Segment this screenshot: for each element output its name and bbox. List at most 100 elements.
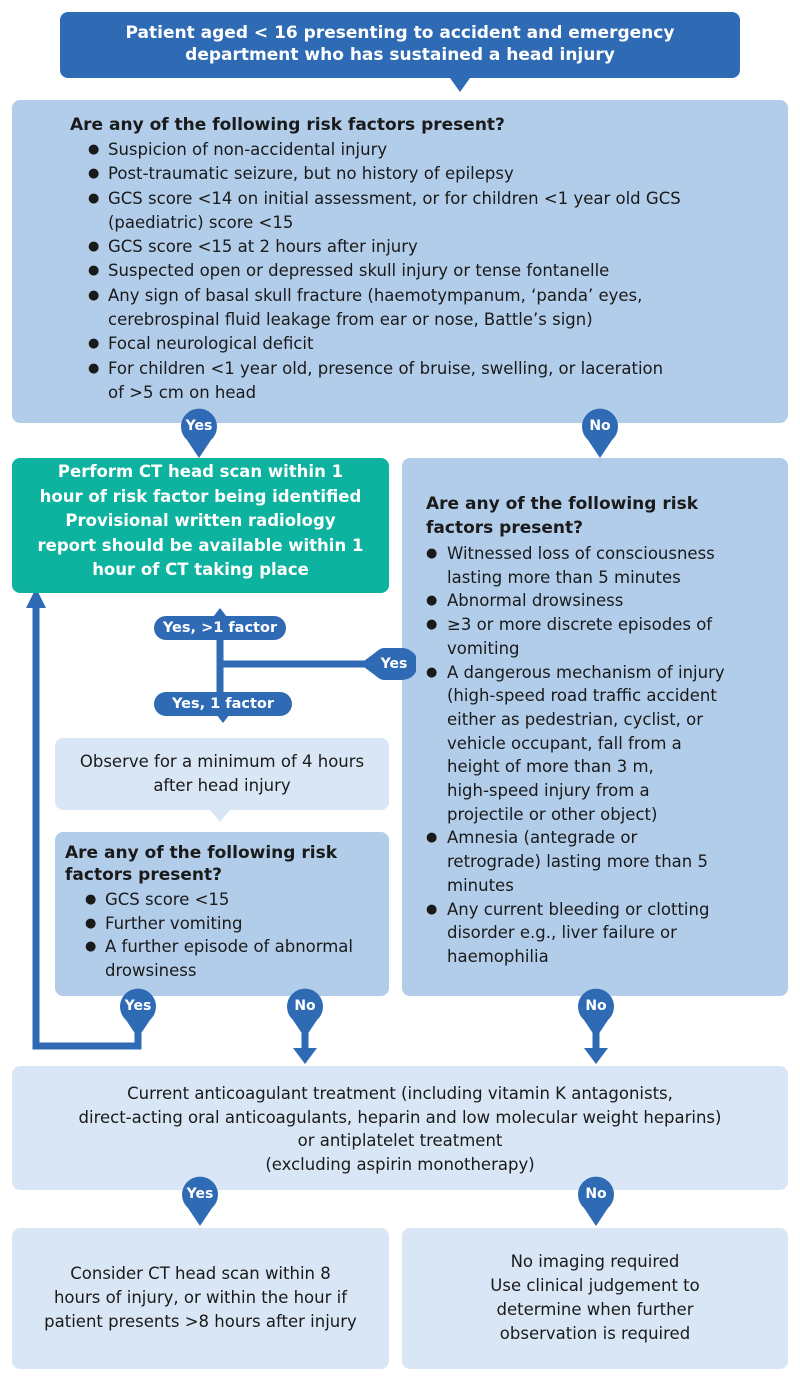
- list-item-text: high-speed injury from a: [447, 781, 650, 801]
- list-item-text: Amnesia (antegrade or: [447, 828, 638, 848]
- pin-shape: [181, 408, 217, 458]
- pin-shape: [120, 988, 156, 1038]
- list-item-text: GCS score <15 at 2 hours after injury: [108, 237, 418, 257]
- list-item: Suspected open or depressed skull injury…: [88, 259, 788, 284]
- list-item-text: Abnormal drowsiness: [447, 591, 624, 611]
- consider-line: patient presents >8 hours after injury: [44, 1312, 357, 1331]
- list-item: Any current bleeding or clotting disorde…: [426, 898, 774, 969]
- primary-no-badge: No: [580, 408, 620, 458]
- badge-label: Yes, >1 factor: [162, 620, 278, 636]
- anticoag-yes-badge: Yes: [180, 1176, 220, 1226]
- anticoag-no-badge: No: [576, 1176, 616, 1226]
- list-item: A further episode of abnormal drowsiness: [85, 935, 381, 982]
- primary-yes-badge: Yes: [179, 408, 219, 458]
- secondary-yes-badge: Yes: [360, 648, 416, 680]
- observe-no-badge: No: [285, 988, 325, 1038]
- list-item-text: Any sign of basal skull fracture (haemot…: [108, 285, 643, 305]
- list-item-text: drowsiness: [105, 960, 197, 980]
- list-item: Witnessed loss of consciousness lasting m…: [426, 542, 774, 589]
- consider-line: hours of injury, or within the hour if: [53, 1288, 348, 1307]
- list-item-text: cerebrospinal fluid leakage from ear or …: [108, 310, 593, 330]
- pill-tip: [213, 608, 227, 617]
- list-item-text: retrograde) lasting more than 5: [447, 852, 708, 872]
- list-item-text: Post-traumatic seizure, but no history o…: [108, 164, 514, 184]
- list-item-text: either as pedestrian, cyclist, or: [447, 709, 704, 729]
- start-pointer: [450, 78, 470, 92]
- list-item-text: Focal neurological deficit: [108, 334, 314, 354]
- list-item-text: disorder e.g., liver failure or: [447, 923, 677, 943]
- observe-box: Observe for a minimum of 4 hours after h…: [55, 738, 389, 822]
- list-item-text: Further vomiting: [105, 913, 243, 933]
- list-item-text: (high-speed road traffic accident: [447, 686, 717, 706]
- ct-action-line: Perform CT head scan within 1: [57, 462, 344, 481]
- observe-line: after head injury: [153, 776, 291, 795]
- primary-risk-heading: Are any of the following risk factors pr…: [70, 115, 505, 135]
- list-item: Post-traumatic seizure, but no history o…: [88, 162, 788, 187]
- list-item-text: Witnessed loss of consciousness: [447, 544, 715, 563]
- no-imaging-line: No imaging required: [510, 1252, 680, 1271]
- ct-action-line: report should be available within 1: [37, 535, 364, 555]
- list-item: A dangerous mechanism of injury (high-sp…: [426, 661, 774, 827]
- heading-line: Are any of the following risk: [65, 843, 337, 863]
- observe-no-arrowhead: [293, 1048, 317, 1064]
- list-item: ≥3 or more discrete episodes of vomiting: [426, 613, 774, 660]
- secondary-risk-box: Are any of the following risk factors pr…: [402, 458, 788, 996]
- list-item-text: of >5 cm on head: [108, 382, 257, 402]
- ct-scan-action-box: Perform CT head scan within 1 hour of ri…: [12, 458, 389, 593]
- observe-pointer: [210, 810, 230, 822]
- pin-shape: [582, 408, 618, 458]
- secondary-no-badge: No: [576, 988, 616, 1038]
- list-item-text: Suspected open or depressed skull injury…: [108, 261, 610, 281]
- list-item-text: projectile or other object): [447, 804, 658, 824]
- heading-line: factors present?: [65, 865, 222, 885]
- anticoag-line: or antiplatelet treatment: [297, 1131, 503, 1150]
- start-box: Patient aged < 16 presenting to accident…: [60, 12, 740, 92]
- secondary-risk-heading: Are any of the following risk factors pr…: [426, 492, 774, 540]
- no-imaging-box: No imaging required Use clinical judgeme…: [402, 1228, 788, 1369]
- badge-label: Yes: [124, 998, 152, 1014]
- list-item-text: GCS score <14 on initial assessment, or …: [108, 188, 681, 208]
- ct-action-line: Provisional written radiology: [65, 511, 336, 530]
- list-item: GCS score <14 on initial assessment, or …: [88, 187, 788, 236]
- badge-label: Yes: [380, 656, 408, 672]
- list-item-text: minutes: [447, 875, 514, 895]
- no-imaging-line: determine when further: [496, 1300, 694, 1319]
- secondary-risk-list: Witnessed loss of consciousness lasting m…: [426, 542, 774, 969]
- secondary-no-arrowhead: [584, 1048, 608, 1064]
- yes-multi-factor-badge: Yes, >1 factor: [154, 608, 286, 640]
- list-item-text: A dangerous mechanism of injury: [447, 662, 725, 682]
- pin-shape: [287, 988, 323, 1038]
- pin-shape: [578, 988, 614, 1038]
- pin-shape: [578, 1176, 614, 1226]
- list-item: GCS score <15: [85, 888, 381, 912]
- badge-label: No: [585, 998, 607, 1014]
- list-item: For children <1 year old, presence of br…: [88, 357, 788, 406]
- list-item-text: vomiting: [447, 638, 520, 658]
- no-imaging-line: observation is required: [499, 1324, 691, 1343]
- badge-label: No: [589, 418, 611, 434]
- list-item: Abnormal drowsiness: [426, 589, 774, 613]
- observe-line: Observe for a minimum of 4 hours: [79, 752, 365, 771]
- badge-shape: [360, 648, 416, 680]
- list-item: Suspicion of non-accidental injury: [88, 138, 788, 163]
- badge-label: No: [294, 998, 316, 1014]
- list-item-text: vehicle occupant, fall from a: [447, 733, 682, 753]
- consider-ct-box: Consider CT head scan within 8 hours of …: [12, 1228, 389, 1369]
- start-line: department who has sustained a head inju…: [185, 45, 615, 65]
- ct-action-line: hour of CT taking place: [92, 560, 309, 579]
- pin-shape: [182, 1176, 218, 1226]
- list-item-text: GCS score <15: [105, 890, 230, 909]
- heading-line: factors present?: [426, 518, 583, 538]
- list-item-text: A further episode of abnormal: [105, 937, 354, 956]
- list-item: Further vomiting: [85, 912, 381, 936]
- observation-risk-box: Are any of the following risk factors pr…: [55, 832, 389, 996]
- list-item: Any sign of basal skull fracture (haemot…: [88, 284, 788, 333]
- list-item-text: lasting more than 5 minutes: [447, 567, 681, 587]
- badge-label: No: [585, 1186, 607, 1202]
- observation-risk-heading: Are any of the following risk factors pr…: [65, 842, 381, 886]
- observation-risk-list: GCS score <15 Further vomiting A further…: [65, 888, 381, 982]
- anticoag-line: Current anticoagulant treatment (includi…: [127, 1084, 673, 1103]
- list-item-text: ≥3 or more discrete episodes of: [447, 615, 713, 635]
- list-item: GCS score <15 at 2 hours after injury: [88, 235, 788, 260]
- list-item-text: haemophilia: [447, 946, 549, 966]
